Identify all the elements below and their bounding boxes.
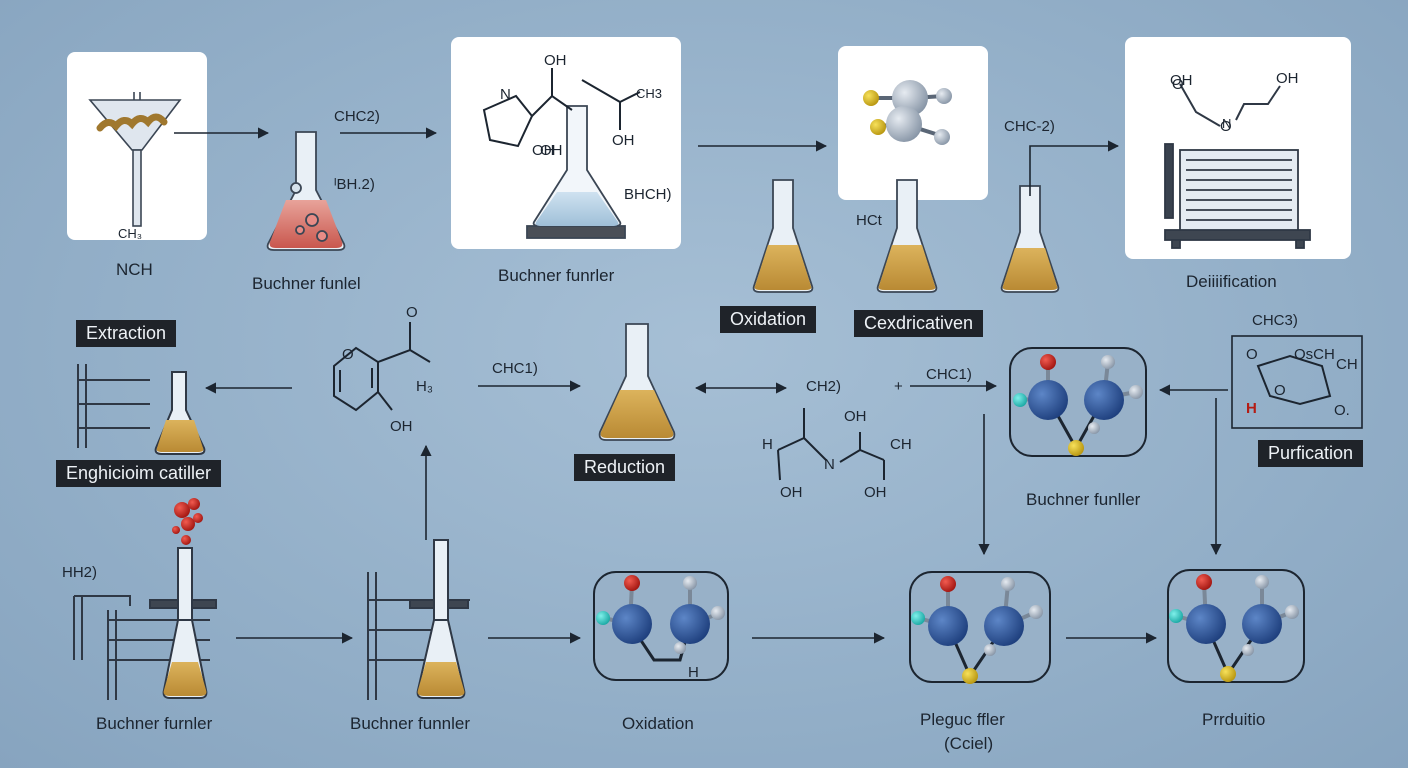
chem-c4: OH (612, 132, 635, 149)
product-a-sub-label: (Cciel) (944, 734, 994, 753)
flask-gold-2 (876, 179, 938, 293)
chem-c28: O (1274, 382, 1286, 399)
chem-c37: + (894, 378, 903, 395)
chem-c6: OH (532, 142, 555, 159)
chem-c35: OH (540, 142, 563, 159)
distillation-label: Deiiiification (1186, 272, 1277, 291)
nch-label: NCH (116, 260, 153, 279)
pyrrole-structure (482, 68, 641, 148)
chem-c32: H (688, 664, 699, 681)
molecule-capsule-4 (1167, 569, 1305, 683)
chem-c1: CHC2) (334, 108, 380, 125)
flask-gold-1 (752, 179, 814, 293)
chem-c2: ᴵBH.2) (334, 176, 375, 193)
chem-c21: H (762, 436, 773, 453)
structure-card (451, 37, 681, 249)
chem-c18: OH (844, 408, 867, 425)
chem-c31: HH2) (62, 564, 98, 581)
chem-c14: OH (390, 418, 413, 435)
tag-crystallizer: Enghicioim catiller (56, 460, 222, 487)
buchner-funnel-icon (88, 92, 182, 227)
chem-c22: N (824, 456, 835, 473)
chem-c20: CH (890, 436, 912, 453)
oxidation-bottom-label: Oxidation (622, 714, 694, 733)
chem-c12: O (1220, 118, 1232, 135)
chem-c16: CH2) (806, 378, 842, 395)
molecule-small (863, 80, 952, 145)
molecule-capsule-3 (909, 571, 1051, 683)
molecule-capsule-1 (1009, 347, 1147, 457)
stand-flask-1 (77, 364, 206, 455)
chem-c23: OH (780, 484, 803, 501)
chem-c24: CHC3) (1252, 312, 1298, 329)
molecule-ball-stick-4 (1169, 574, 1299, 682)
flow-arrows (174, 127, 1228, 644)
chem-c11: O (1172, 76, 1184, 93)
chem-c26: OsCH (1294, 346, 1335, 363)
chem-c9: HCt (856, 212, 882, 229)
ch-small-label: CH₃ (118, 226, 143, 241)
tag-oxidation: Oxidation (720, 306, 817, 333)
chem-c15: CHC1) (492, 360, 538, 377)
pyranone-structure (333, 322, 431, 412)
chem-c8: BHCH) (624, 186, 672, 203)
buchner-label-4: Buchner furnler (96, 714, 213, 733)
gas-apparatus (73, 547, 217, 700)
chem-c17: CHC1) (926, 366, 972, 383)
flask-blue-icon (526, 105, 626, 239)
stand-flask-2 (367, 539, 470, 700)
chem-c27: CH (1336, 356, 1358, 373)
molecule-ball-stick-2 (596, 575, 725, 662)
molecule-ball-stick-3 (911, 576, 1043, 684)
chem-c19: OH (864, 484, 887, 501)
chem-c33: N (1222, 116, 1232, 131)
tag-extraction: Extraction (76, 320, 177, 347)
chem-c25: O (1246, 346, 1258, 363)
chem-c29: H (1246, 400, 1257, 417)
chem-c13: OH (1276, 70, 1299, 87)
buchner-label-1: Buchner funlel (252, 274, 361, 293)
tag-reduction: Reduction (574, 454, 676, 481)
amino-structure (777, 408, 885, 481)
buchner-label-3: Buchner funller (1026, 490, 1141, 509)
chem-c5: CH3 (636, 86, 663, 101)
chem-c10: CHC-2) (1004, 118, 1055, 135)
buchner-label-2: Buchner funrler (498, 266, 615, 285)
chem-c36: O (406, 304, 418, 321)
chem-c34: OH (1170, 72, 1193, 89)
bubbles (172, 498, 203, 545)
tag-purification: Purfication (1258, 440, 1364, 467)
purification-structure (1231, 335, 1363, 429)
molecule-ball-stick-1 (1013, 354, 1143, 456)
product-b-label: Prrduitio (1202, 710, 1266, 729)
chem-c7: N (500, 86, 511, 103)
chem-c3: OH (544, 52, 567, 69)
molecule-capsule-2 (593, 571, 729, 681)
flask-red-icon (266, 131, 346, 251)
chem-c39: H₃ (416, 378, 433, 395)
distillation-apparatus (1164, 83, 1311, 249)
tag-decarboxylation: Cexdricativen (854, 310, 984, 337)
product-a-label: Pleguc ffler (920, 710, 1005, 729)
chem-c30: O. (1334, 402, 1350, 419)
chem-c38: O (342, 346, 354, 363)
flask-gold-3 (1000, 185, 1060, 293)
flask-reduction (598, 323, 676, 441)
buchner-label-5: Buchner funnler (350, 714, 471, 733)
